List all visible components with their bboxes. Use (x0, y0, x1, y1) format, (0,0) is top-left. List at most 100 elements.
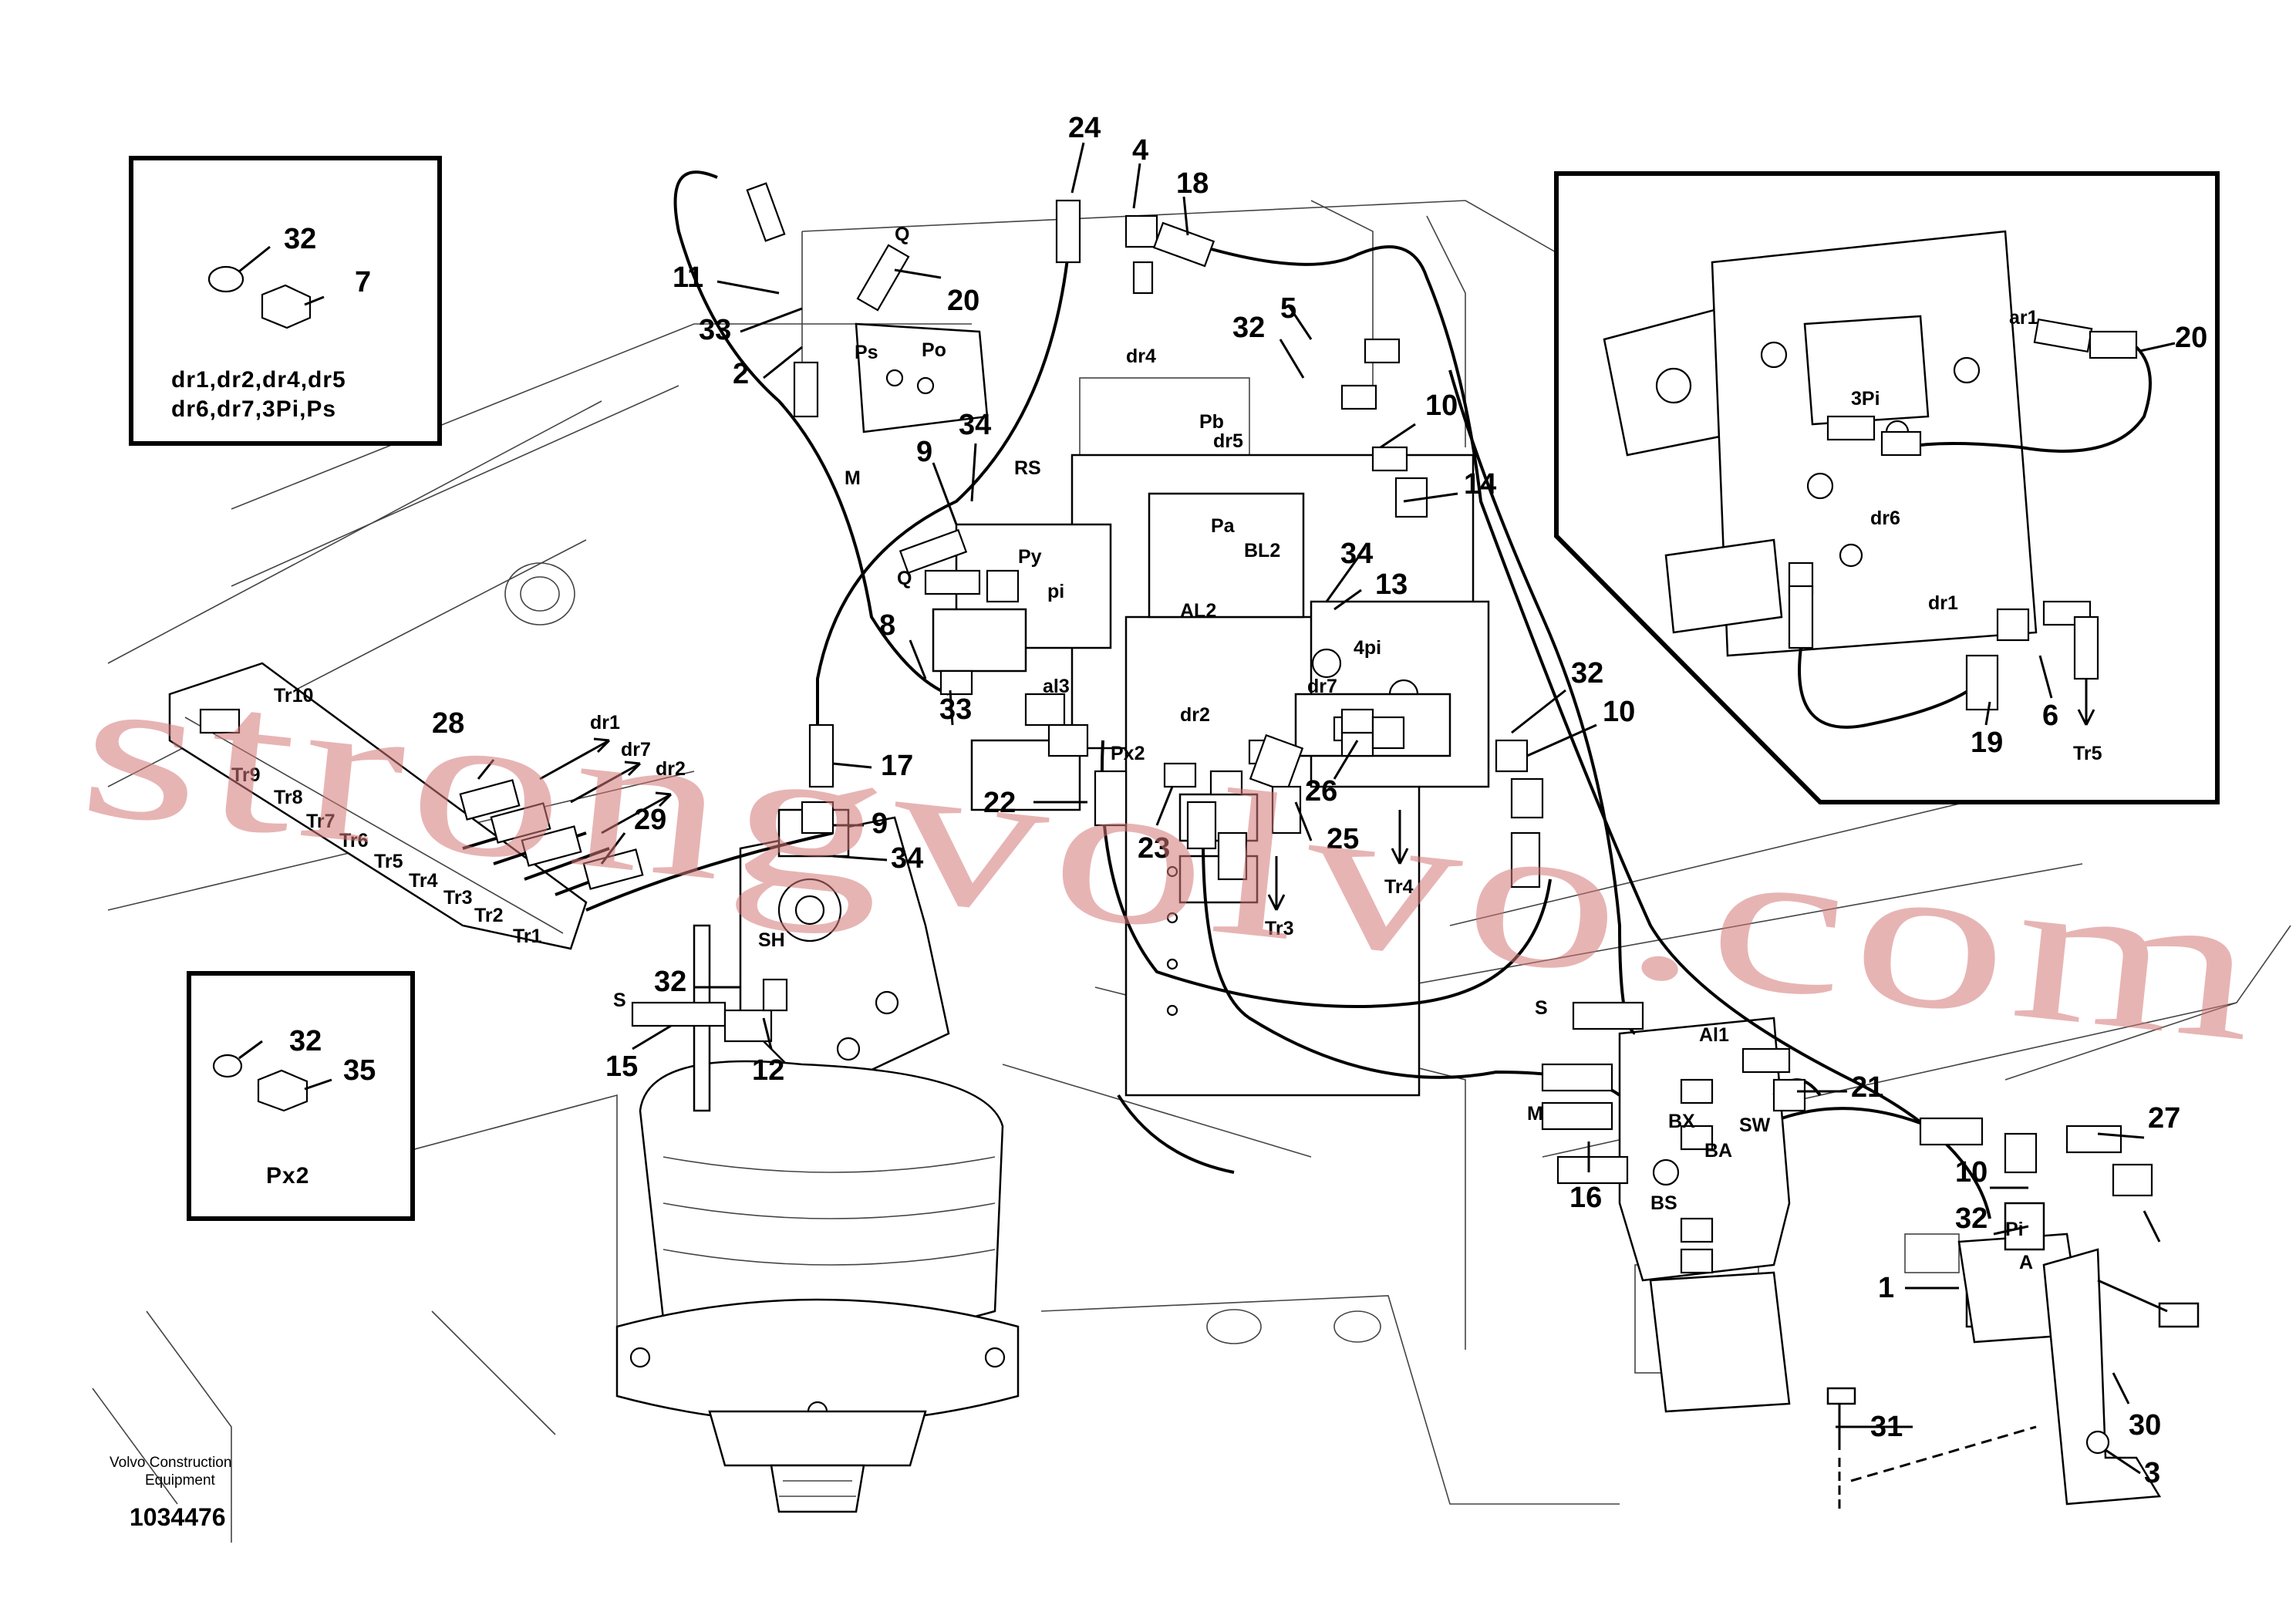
port-m: M (845, 467, 861, 489)
callout-3: 3 (2144, 1457, 2160, 1489)
port-bl2: BL2 (1244, 540, 1280, 561)
callout-33: 33 (939, 693, 972, 726)
callout-32: 32 (1955, 1202, 1988, 1235)
port-dr4: dr4 (1126, 346, 1156, 367)
port-bs: BS (1650, 1192, 1677, 1214)
port-dr2: dr2 (1180, 704, 1210, 726)
port-tr5: Tr5 (2073, 743, 2102, 764)
callout-15: 15 (605, 1050, 638, 1083)
callout-23: 23 (1138, 832, 1170, 865)
port-pa: Pa (1211, 515, 1236, 537)
callout-26: 26 (1305, 775, 1337, 808)
port-al2: AL2 (1180, 600, 1216, 622)
control-valve (932, 454, 1490, 1097)
port-dr7: dr7 (1307, 676, 1337, 697)
inset-ports-line1: dr1,dr2,dr4,dr5 (171, 367, 346, 393)
inset-port-px2: Px2 (266, 1163, 309, 1189)
port-pb: Pb (1199, 411, 1224, 433)
port-q: Q (897, 568, 912, 589)
port-al3: al3 (1043, 676, 1070, 697)
callout-35: 35 (343, 1054, 376, 1087)
pressure-switch-assembly (1826, 1202, 2200, 1512)
callout-12: 12 (752, 1054, 784, 1087)
port-s: S (1535, 997, 1548, 1019)
port-pi: pi (1047, 581, 1064, 602)
hoses (462, 170, 1991, 1219)
callout-25: 25 (1327, 823, 1359, 855)
callout-6: 6 (2042, 700, 2058, 732)
callout-28: 28 (432, 707, 464, 740)
callout-4: 4 (1132, 134, 1148, 167)
port-dr5: dr5 (1213, 430, 1243, 452)
port-pi: Pi (2005, 1219, 2024, 1240)
port-4pi: 4pi (1354, 637, 1381, 659)
port-sw: SW (1739, 1114, 1771, 1136)
leader-lines (477, 142, 2161, 1475)
port-al1: Al1 (1699, 1024, 1729, 1046)
port-tr4: Tr4 (1384, 876, 1414, 898)
callout-27: 27 (2148, 1102, 2180, 1135)
callout-22: 22 (983, 787, 1016, 819)
port-ps: Ps (855, 342, 878, 363)
callout-20: 20 (947, 285, 979, 317)
callout-5: 5 (1280, 292, 1296, 325)
port-dr1: dr1 (590, 712, 620, 733)
inset-top-right: 20 19 6 ar1 3Pi dr6 dr1 Tr5 (1554, 171, 2220, 804)
callout-13: 13 (1375, 568, 1408, 601)
port-tr10: Tr10 (274, 685, 313, 706)
travel-manifold (168, 662, 588, 950)
callout-1: 1 (1878, 1272, 1894, 1304)
port-ar1: ar1 (2009, 307, 2038, 329)
callout-17: 17 (881, 750, 913, 782)
port-tr5: Tr5 (374, 851, 403, 872)
callout-33: 33 (699, 314, 731, 346)
port-labels: Q Ps Po M RS Q Py pi dr4 Pb dr5 Pa BL2 A… (231, 224, 2033, 1273)
port-dr2: dr2 (656, 758, 686, 780)
callout-24: 24 (1068, 112, 1101, 144)
port-tr1: Tr1 (513, 926, 542, 947)
inset-top-left: 32 7 dr1,dr2,dr4,dr5 dr6,dr7,3Pi,Ps (129, 156, 442, 446)
port-dr7: dr7 (621, 739, 651, 760)
pilot-valve (855, 322, 989, 433)
port-tr3: Tr3 (443, 887, 473, 909)
port-po: Po (922, 339, 946, 361)
port-q: Q (895, 224, 909, 245)
callout-32: 32 (284, 223, 316, 255)
callout-32: 32 (289, 1025, 322, 1057)
callout-21: 21 (1851, 1071, 1883, 1104)
document-footer: Volvo Construction Equipment 1034476 (110, 1455, 231, 1531)
callout-9: 9 (872, 808, 888, 840)
port-dr1: dr1 (1928, 592, 1958, 614)
callout-19: 19 (1971, 727, 2003, 759)
callout-20: 20 (2175, 322, 2207, 354)
callout-16: 16 (1569, 1182, 1602, 1214)
callout-29: 29 (634, 804, 666, 836)
callout-32: 32 (1232, 312, 1265, 344)
port-tr3: Tr3 (1265, 918, 1294, 939)
port-tr8: Tr8 (274, 787, 303, 808)
callout-14: 14 (1464, 468, 1496, 501)
callout-10: 10 (1603, 696, 1635, 728)
callout-numbers: 24 4 18 11 33 2 20 32 5 10 14 9 34 8 33 … (432, 112, 2180, 1489)
callout-10: 10 (1955, 1156, 1988, 1189)
callout-11: 11 (673, 261, 703, 294)
inset-ports-line2: dr6,dr7,3Pi,Ps (171, 396, 336, 422)
publisher-line1: Volvo Construction (110, 1455, 231, 1471)
swing-motor (615, 808, 1020, 1513)
port-s: S (613, 990, 626, 1011)
callout-9: 9 (916, 436, 932, 468)
port-ba: BA (1704, 1140, 1732, 1162)
callout-10: 10 (1425, 389, 1458, 422)
port-bx: BX (1668, 1111, 1695, 1132)
port-rs: RS (1014, 457, 1041, 479)
callout-34: 34 (1340, 538, 1373, 570)
callout-31: 31 (1870, 1411, 1903, 1443)
inset-mid-left: 32 35 Px2 (187, 971, 415, 1221)
callout-2: 2 (733, 358, 749, 390)
port-tr9: Tr9 (231, 764, 261, 786)
callout-34: 34 (959, 409, 991, 441)
port-tr2: Tr2 (474, 905, 504, 926)
port-a: A (2019, 1252, 2033, 1273)
callout-32: 32 (1571, 657, 1603, 690)
port-sh: SH (758, 929, 785, 951)
